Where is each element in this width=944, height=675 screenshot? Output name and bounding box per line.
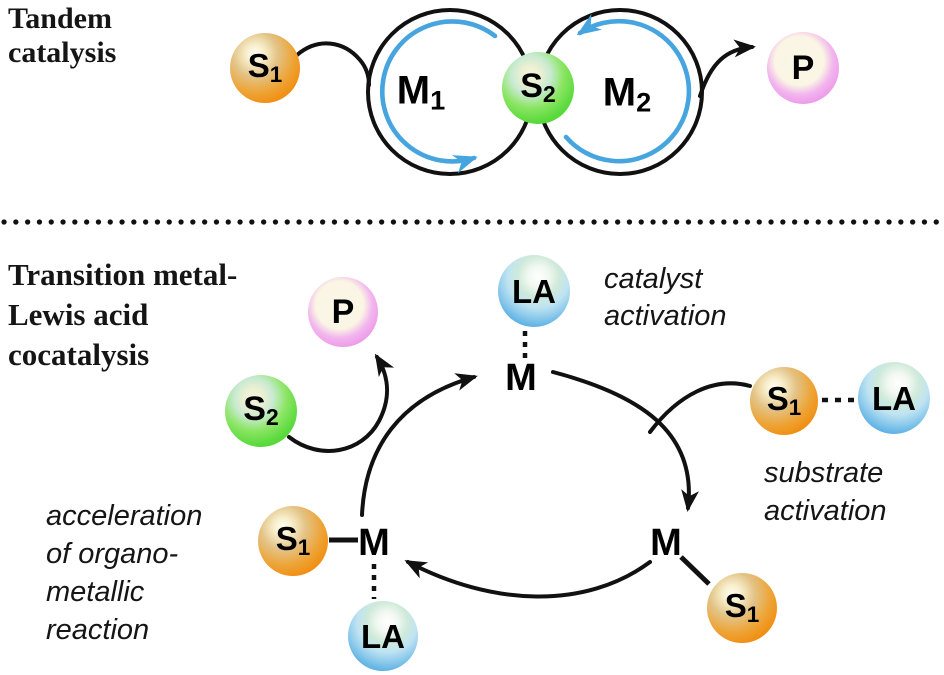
cocat-s1-right-label: S1 [766,380,802,421]
tandem-title-line2: catalysis [8,36,117,69]
cocat-s1-bottom-right-label: S1 [724,587,760,628]
cocat-m-left-label: M [358,522,390,564]
substrate-activation-line1: substrate [764,457,884,489]
substrate-activation-line2: activation [764,495,887,527]
cycle-arc-m-top-down-right [551,370,700,512]
cocat-s2-sphere: S2 [225,375,297,447]
tandem-s1-label: S1 [247,47,283,88]
acceleration-line4: reaction [46,614,150,646]
cocat-s1-right-sphere: S1 [750,367,818,435]
cocat-la-top-label: LA [512,272,556,310]
cocat-s1-left-label: S1 [275,520,311,561]
substrate-join-curve [648,381,752,434]
cocatalysis-section-title: Transition metal- Lewis acid cocatalysis [8,255,237,375]
tandem-s1-sphere: S1 [230,33,300,103]
tandem-product-sphere: P [767,32,839,104]
cocat-m-top-label: M [505,357,537,399]
cocat-la-right-label: LA [872,379,916,417]
cocat-product-sphere: P [308,277,378,347]
tandem-m1-label: M1 [396,68,446,116]
cycle-arc-bottom-to-m-left [404,560,652,599]
cocat-la-top-sphere: LA [498,255,570,327]
cocat-product-label: P [331,293,355,331]
cocat-s1-bottom-right-sphere: S1 [707,573,777,643]
catalyst-activation-annotation: catalyst activation [604,261,727,335]
acceleration-annotation: acceleration of organo- metallic reactio… [46,497,202,649]
product-exit-arrow [698,39,756,98]
tandem-product-label: P [791,49,815,87]
cocat-title-line1: Transition metal- [8,257,238,292]
tandem-m2-label: M2 [602,70,652,118]
s1-entry-curve [295,41,371,87]
catalyst-activation-line1: catalyst [604,263,703,295]
substrate-activation-annotation: substrate activation [764,454,887,530]
cocat-la-bottom-label: LA [361,617,405,655]
cycle-2-direction-arrow [563,14,692,164]
cocat-m-right-label: M [650,522,682,564]
cocat-title-line3: cocatalysis [8,337,150,372]
s2-to-product-arrow [287,353,395,453]
cocat-title-line2: Lewis acid [8,297,149,332]
tandem-section-title: Tandem catalysis [8,2,116,70]
catalyst-activation-line2: activation [604,300,727,332]
cocat-la-bottom-sphere: LA [348,601,418,671]
cycle-1-direction-arrow [380,19,498,174]
tandem-s2-label: S2 [520,67,556,108]
cycle-arc-left-up-to-m-top [360,373,478,517]
tandem-title-line1: Tandem [8,2,112,35]
acceleration-line3: metallic [46,576,145,608]
cocat-la-right-sphere: LA [858,362,930,434]
m-s1-bottom-right-solid-bond [679,555,711,586]
acceleration-line2: of organo- [46,538,179,570]
acceleration-line1: acceleration [46,500,203,532]
cocat-s2-label: S2 [243,390,279,431]
tandem-s2-sphere: S2 [502,52,574,124]
cocat-s1-left-sphere: S1 [258,506,328,576]
